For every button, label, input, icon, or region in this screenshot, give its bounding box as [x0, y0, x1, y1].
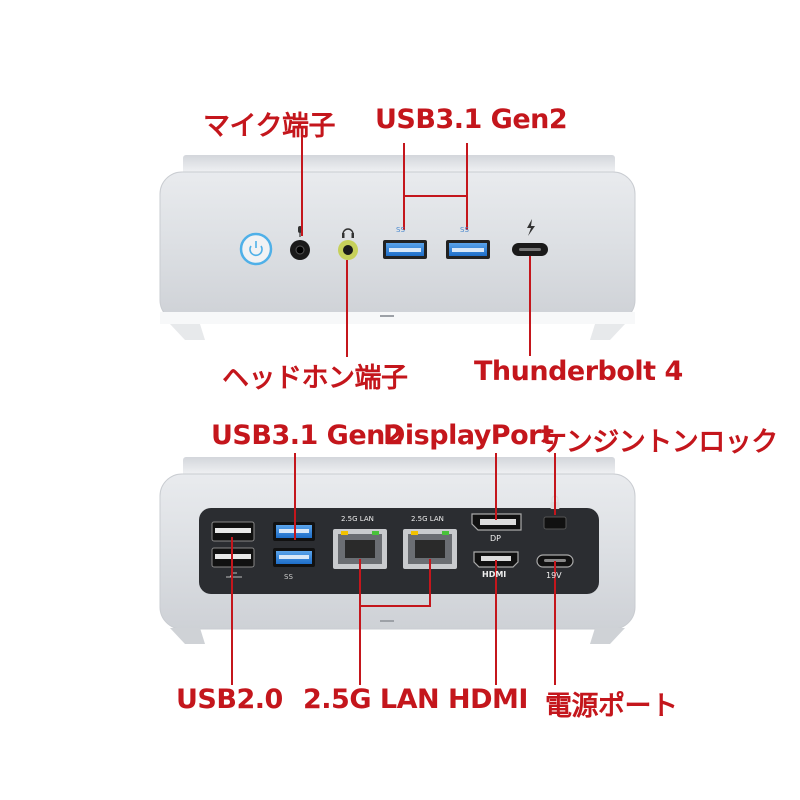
hdmi-port[interactable] [473, 551, 519, 568]
label-thunderbolt: Thunderbolt 4 [474, 356, 683, 387]
label-usb20: USB2.0 [176, 684, 283, 715]
usb3-port-rear-2[interactable] [273, 548, 315, 567]
rear-lid [183, 457, 615, 477]
lan-port-1[interactable] [333, 529, 387, 569]
rear-io-panel [199, 508, 599, 594]
lan1-mark: 2.5G LAN [341, 515, 374, 523]
front-callout-lines [301, 135, 531, 357]
lan2-mark: 2.5G LAN [411, 515, 444, 523]
front-unit [159, 135, 636, 357]
volt-mark: 19V [546, 571, 562, 580]
front-lid [183, 155, 615, 175]
rear-unit [159, 453, 636, 685]
label-kensington: ケンジントンロック [540, 427, 778, 458]
label-lan: 2.5G LAN [303, 684, 440, 715]
label-power-port: 電源ポート [545, 691, 678, 722]
label-usb31-rear: USB3.1 Gen2 [211, 420, 404, 451]
label-hdmi: HDMI [448, 684, 528, 715]
usb3-port-front-1[interactable] [383, 240, 427, 259]
label-displayport: DisplayPort [383, 420, 554, 451]
label-usb31-front: USB3.1 Gen2 [375, 104, 568, 135]
displayport-port[interactable] [471, 513, 522, 531]
lan-port-2[interactable] [403, 529, 457, 569]
hdmi-mark: HDMI [482, 570, 507, 579]
usb3-port-front-2[interactable] [446, 240, 490, 259]
power-button[interactable] [239, 232, 273, 266]
label-mic-jack: マイク端子 [203, 111, 335, 142]
kensington-slot[interactable] [543, 516, 567, 530]
ss-mark-front-left: SS [396, 226, 405, 234]
thunderbolt-icon [527, 219, 535, 236]
rear-callout-lines [231, 453, 556, 685]
headphone-icon [342, 228, 354, 238]
dp-mark: DP [490, 534, 501, 543]
label-headphone-jack: ヘッドホン端子 [222, 363, 408, 394]
ss-mark-rear: SS [284, 573, 293, 581]
ss-mark-front-right: SS [460, 226, 469, 234]
